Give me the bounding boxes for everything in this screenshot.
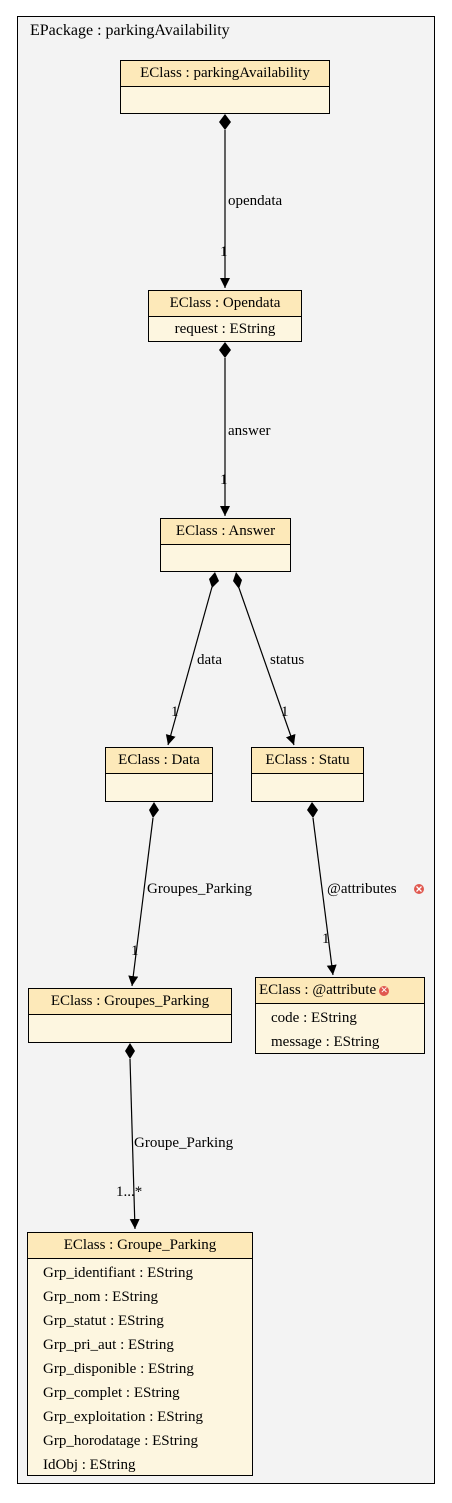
- eclass-attributes: code : EString message : EString: [256, 1004, 424, 1054]
- reference-groupes-parking[interactable]: Groupes_Parking 1: [128, 802, 252, 987]
- reference-line: [128, 817, 154, 987]
- eclass-title: EClass : Answer: [161, 519, 290, 545]
- eclass-title-row: EClass : @attribute✕: [256, 978, 424, 1004]
- reference-label: data: [197, 652, 222, 668]
- eclass-title: EClass : Opendata: [149, 291, 301, 317]
- eclass-parkingavailability[interactable]: EClass : parkingAvailability: [120, 60, 330, 114]
- eclass-attributes: Grp_identifiant : EString Grp_nom : EStr…: [28, 1259, 252, 1477]
- eclass-title: EClass : Groupes_Parking: [29, 989, 231, 1015]
- attribute-item: code : EString: [271, 1010, 357, 1026]
- attribute-item: Grp_nom : EString: [43, 1289, 158, 1305]
- error-icon: [414, 884, 424, 894]
- reference-attributes[interactable]: @attributes 1: [307, 802, 424, 976]
- attribute-item: message : EString: [271, 1034, 380, 1050]
- eclass-attributes: request : EString: [149, 317, 301, 339]
- reference-line: [312, 817, 337, 976]
- attribute-item: Grp_pri_aut : EString: [43, 1337, 174, 1353]
- attribute-item: Grp_horodatage : EString: [43, 1433, 198, 1449]
- reference-label: answer: [228, 423, 270, 439]
- eclass-title: EClass : @attribute: [259, 982, 377, 998]
- composition-diamond: [149, 802, 159, 818]
- composition-diamond: [209, 572, 219, 588]
- attribute-item: Grp_statut : EString: [43, 1313, 164, 1329]
- error-icon: ✕: [379, 985, 390, 996]
- attribute-item: Grp_exploitation : EString: [43, 1409, 203, 1425]
- eclass-title: EClass : Data: [106, 748, 212, 774]
- reference-line: [165, 586, 213, 746]
- composition-diamond: [233, 572, 242, 589]
- reference-multiplicity: 1: [220, 244, 228, 260]
- eclass-answer[interactable]: EClass : Answer: [160, 518, 291, 572]
- reference-label: status: [270, 652, 304, 668]
- attribute-item: IdObj : EString: [43, 1457, 136, 1473]
- reference-data[interactable]: data 1: [165, 572, 222, 746]
- reference-status[interactable]: status 1: [233, 572, 304, 746]
- package-title: EPackage : parkingAvailability: [30, 22, 230, 39]
- reference-answer[interactable]: answer 1: [219, 342, 270, 516]
- attribute-item: Grp_disponible : EString: [43, 1361, 194, 1377]
- eclass-title: EClass : Statu: [252, 748, 363, 774]
- reference-multiplicity: 1: [131, 943, 139, 959]
- reference-multiplicity: 1: [322, 931, 330, 947]
- reference-opendata[interactable]: opendata 1: [219, 114, 282, 288]
- attribute-item: request : EString: [174, 321, 276, 337]
- reference-line: [129, 1058, 140, 1230]
- reference-label: @attributes: [327, 881, 397, 897]
- composition-diamond: [307, 802, 318, 818]
- composition-diamond: [125, 1043, 135, 1059]
- eclass-opendata[interactable]: EClass : Opendata request : EString: [148, 290, 302, 342]
- reference-label: Groupe_Parking: [134, 1135, 234, 1151]
- eclass-groupes-parking[interactable]: EClass : Groupes_Parking: [28, 988, 232, 1043]
- reference-multiplicity: 1: [171, 704, 179, 720]
- reference-multiplicity: 1...*: [116, 1184, 142, 1200]
- reference-multiplicity: 1: [281, 704, 289, 720]
- reference-label: opendata: [228, 193, 282, 209]
- eclass-title: EClass : parkingAvailability: [121, 61, 329, 87]
- composition-diamond: [219, 342, 231, 358]
- reference-line: [238, 587, 296, 746]
- attribute-item: Grp_complet : EString: [43, 1385, 180, 1401]
- eclass-groupe-parking[interactable]: EClass : Groupe_Parking Grp_identifiant …: [27, 1232, 253, 1476]
- attribute-item: Grp_identifiant : EString: [43, 1265, 193, 1281]
- eclass-statu[interactable]: EClass : Statu: [251, 747, 364, 802]
- eclass-data[interactable]: EClass : Data: [105, 747, 213, 802]
- reference-label: Groupes_Parking: [147, 881, 252, 897]
- reference-groupe-parking[interactable]: Groupe_Parking 1...*: [116, 1043, 234, 1230]
- eclass-attribute[interactable]: EClass : @attribute✕ code : EString mess…: [255, 977, 425, 1054]
- reference-multiplicity: 1: [220, 472, 228, 488]
- eclass-title: EClass : Groupe_Parking: [28, 1233, 252, 1259]
- composition-diamond: [219, 114, 231, 130]
